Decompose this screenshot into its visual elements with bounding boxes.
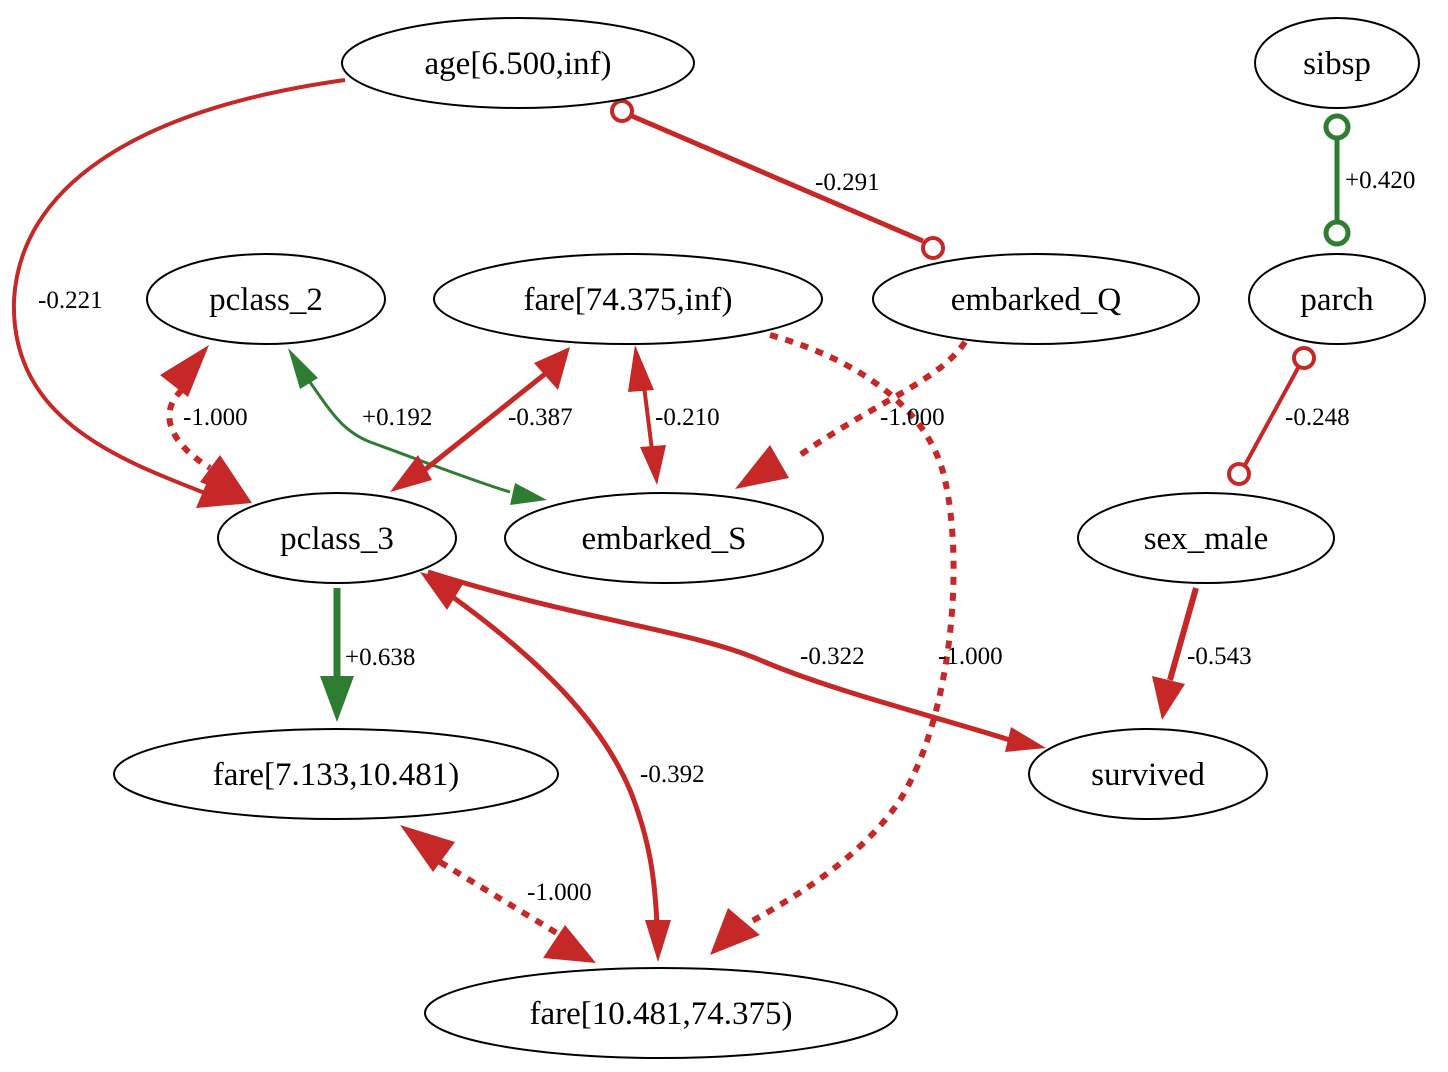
- arrowhead: [628, 345, 654, 392]
- edge-fare-high-embarked-s: [628, 345, 666, 485]
- edge-sex-male-survived: [1152, 587, 1199, 720]
- arrowhead: [288, 348, 318, 389]
- node-sibsp: sibsp: [1254, 17, 1420, 109]
- edge-weight-age-pclass3: -0.221: [38, 287, 103, 314]
- circle-end: [1323, 113, 1351, 141]
- edge-parch-sex-male: [1227, 346, 1316, 486]
- node-embarked-s: embarked_S: [504, 492, 824, 584]
- edge-embarked-q-embarked-s: [735, 340, 968, 489]
- edge-weight-pclass3-survived: -0.322: [800, 643, 865, 670]
- edge-age-embarked-q: [610, 99, 945, 260]
- node-label: parch: [1300, 282, 1374, 318]
- edge-weight-embarked-s-pclass2: +0.192: [362, 404, 432, 431]
- edge-weight-sex-male-survived: -0.543: [1187, 643, 1252, 670]
- edge-weight-fare-high-embarked-s: -0.210: [655, 404, 720, 431]
- arrowhead: [160, 345, 209, 397]
- node-parch: parch: [1248, 253, 1426, 345]
- edge-weight-pclass3-fare-mid: -0.392: [640, 761, 705, 788]
- node-label: sibsp: [1303, 46, 1371, 82]
- edge-pclass3-fare-mid: [420, 572, 671, 962]
- node-label: pclass_2: [209, 282, 323, 318]
- arrowhead: [1005, 727, 1046, 752]
- edge-fare-high-fare-mid: [710, 332, 957, 955]
- node-sex-male: sex_male: [1077, 492, 1335, 584]
- arrowhead: [420, 572, 463, 610]
- edge-pclass3-survived: [427, 569, 1046, 752]
- arrowhead: [534, 347, 570, 390]
- edge-pclass2-pclass3: [160, 345, 252, 503]
- node-label: embarked_Q: [951, 282, 1122, 318]
- node-pclass-2: pclass_2: [146, 253, 386, 345]
- node-label: survived: [1091, 757, 1205, 793]
- edge-pclass3-fare-low: [320, 588, 354, 722]
- node-pclass-3: pclass_3: [217, 492, 457, 584]
- circle-end: [1323, 219, 1351, 247]
- arrowhead: [320, 676, 354, 722]
- node-label: fare[10.481,74.375): [529, 996, 792, 1032]
- edge-weight-age-embarked-q: -0.291: [815, 169, 880, 196]
- node-age: age[6.500,inf): [341, 17, 695, 109]
- node-label: age[6.500,inf): [425, 46, 612, 82]
- arrowhead: [640, 445, 666, 485]
- edge-embarked-s-pclass2: [288, 348, 547, 505]
- edge-weight-pclass3-fare-low: +0.638: [345, 644, 415, 671]
- arrowhead: [1152, 676, 1185, 720]
- edge-weight-embarked-q-embarked-s: -1.000: [880, 404, 945, 431]
- edge-sibsp-parch: [1323, 113, 1351, 247]
- node-label: fare[7.133,10.481): [213, 757, 460, 793]
- node-fare-low: fare[7.133,10.481): [113, 728, 559, 820]
- edge-weight-pclass2-pclass3: -1.000: [183, 404, 248, 431]
- arrowhead: [735, 445, 789, 489]
- edge-fare-low-fare-mid: [400, 825, 596, 963]
- circle-end: [1292, 346, 1316, 370]
- node-fare-high: fare[74.375,inf): [433, 253, 823, 345]
- node-label: pclass_3: [280, 521, 394, 557]
- edge-weight-parch-sex-male: -0.248: [1285, 404, 1350, 431]
- arrowhead: [390, 455, 432, 492]
- arrowhead: [200, 455, 252, 503]
- node-fare-mid: fare[10.481,74.375): [424, 967, 898, 1059]
- circle-end: [921, 236, 945, 260]
- circle-end: [1227, 462, 1251, 486]
- node-survived: survived: [1028, 728, 1268, 820]
- node-label: embarked_S: [582, 521, 747, 557]
- edge-weight-sibsp-parch: +0.420: [1345, 167, 1415, 194]
- edge-weight-fare-high-fare-mid: -1.000: [938, 643, 1003, 670]
- arrowhead: [510, 483, 547, 505]
- node-label: sex_male: [1144, 521, 1269, 557]
- edge-weight-fare-low-fare-mid: -1.000: [527, 879, 592, 906]
- arrowhead: [543, 925, 596, 963]
- edge-fare-high-pclass3: [390, 347, 570, 492]
- arrowhead: [645, 920, 671, 962]
- node-embarked-q: embarked_Q: [872, 253, 1200, 345]
- node-label: fare[74.375,inf): [524, 282, 733, 318]
- edge-weight-fare-high-pclass3: -0.387: [508, 404, 573, 431]
- circle-end: [610, 99, 634, 123]
- arrowhead: [710, 908, 760, 955]
- arrowhead: [400, 825, 455, 872]
